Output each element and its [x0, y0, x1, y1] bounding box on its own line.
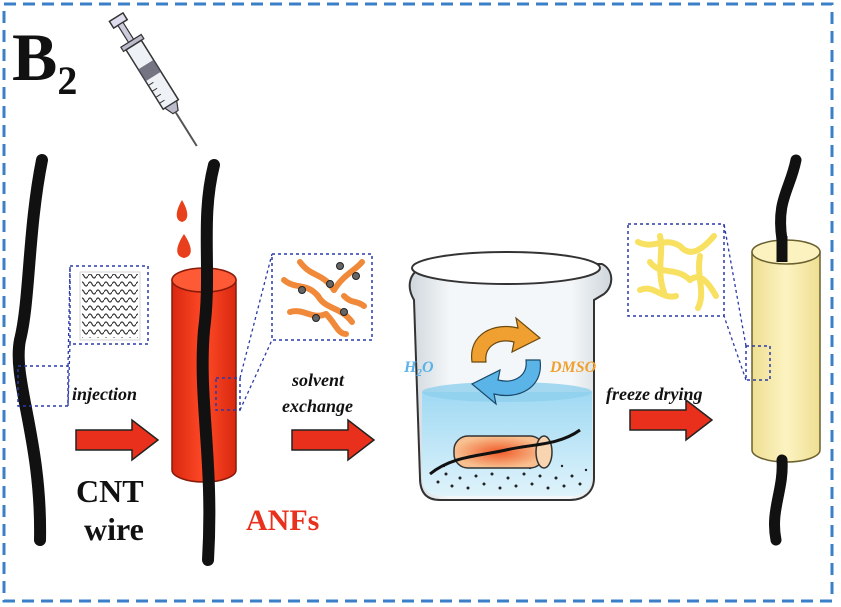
- label-wire: wire: [84, 511, 144, 547]
- anf-network-icon: [281, 259, 367, 337]
- h2o-sub: 2: [415, 367, 422, 379]
- cnt-callout-box: [69, 265, 149, 345]
- panel-subscript: 2: [57, 58, 77, 103]
- aerogel-network-icon: [635, 233, 719, 311]
- anf-callout-link-bottom: [239, 339, 273, 411]
- panel-frame: [2, 2, 834, 603]
- droplet-2: [177, 234, 191, 258]
- cnt-wire: [12, 154, 48, 546]
- aerogel-callout-link-top: [723, 223, 747, 347]
- cycle-arrow-water: [470, 359, 541, 406]
- cnt-callout-link-bottom: [67, 343, 71, 407]
- cnt-callout-small: [17, 365, 69, 407]
- anf-callout-box: [271, 253, 373, 341]
- h2o-o: O: [422, 359, 434, 376]
- label-cnt: CNT: [76, 473, 144, 509]
- label-anfs: ANFs: [246, 504, 319, 537]
- arrow-step-2: [291, 418, 376, 462]
- droplet-1: [176, 200, 188, 222]
- panel-label: B2: [12, 19, 77, 103]
- cnt-mesh-texture: [79, 271, 141, 341]
- anf-coated-wire: [171, 159, 237, 566]
- arrow-step-1: [75, 418, 160, 462]
- arrow-step-3: [629, 398, 714, 442]
- cycle-arrow-dmso: [471, 316, 542, 363]
- beaker-icon: [408, 251, 613, 501]
- panel-letter: B: [12, 19, 57, 95]
- anf-particles: [298, 262, 360, 322]
- label-h2o: H2O: [403, 359, 434, 379]
- aerogel-callout-link-bottom: [723, 315, 747, 381]
- aerogel-callout-box: [627, 223, 725, 317]
- label-solvent: solvent: [291, 370, 345, 390]
- aerogel-callout-small: [745, 345, 771, 381]
- anf-callout-link-top: [239, 253, 273, 379]
- aerogel-coated-wire: [751, 154, 821, 546]
- sample-in-beaker: [429, 428, 581, 476]
- label-freeze-drying: freeze drying: [606, 384, 702, 404]
- label-exchange: exchange: [282, 396, 353, 416]
- label-injection: injection: [72, 384, 137, 404]
- cnt-callout-link-top: [67, 265, 71, 367]
- h2o-h: H: [403, 359, 417, 376]
- label-dmso: DMSO: [549, 359, 597, 376]
- anf-callout-small: [215, 377, 241, 411]
- syringe-icon: [108, 11, 198, 147]
